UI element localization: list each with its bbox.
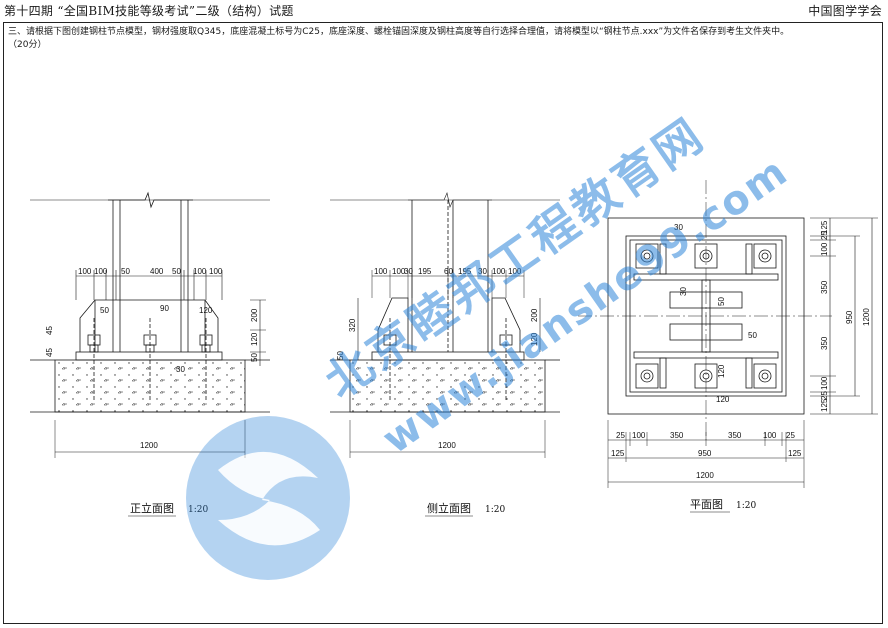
front-anchor-bolts — [87, 318, 213, 400]
side-elevation — [330, 192, 560, 517]
dim-text: 50 — [717, 297, 726, 306]
plan-scale: 1:20 — [736, 501, 756, 511]
dim-text: 1200 — [862, 308, 871, 326]
dim-text: 25 — [616, 431, 625, 440]
dim-text: 50 — [748, 331, 757, 340]
dim-text: 45 — [45, 348, 54, 357]
plan-caption: 平面图 — [690, 498, 723, 511]
exam-header-title: 第十四期 “全国BIM技能等级考试”二级（结构）试题 — [4, 4, 294, 18]
plan-base-plate — [625, 235, 787, 397]
dim-text: 120 — [199, 306, 213, 315]
exam-header-org: 中国图学学会 — [808, 4, 882, 18]
dim-text: 950 — [845, 310, 854, 324]
front-dim-texts: 100 100 50 400 50 100 100 50 90 120 45 4… — [45, 267, 259, 515]
dim-text: 100 — [193, 267, 207, 276]
dim-text: 100 — [94, 267, 108, 276]
side-dim-texts: 100 100 30 195 60 195 30 100 100 320 50 … — [336, 267, 539, 515]
dim-text: 60 — [444, 267, 453, 276]
dim-text: 120 — [250, 332, 259, 346]
dim-text: 100 — [820, 242, 829, 256]
plan-dim-texts: 30 30 50 50 120 120 125 25 100 350 950 3… — [611, 220, 871, 511]
dim-text: 320 — [348, 318, 357, 332]
dim-text: 50 — [250, 353, 259, 362]
dim-text: 400 — [150, 267, 164, 276]
dim-text: 125 — [820, 220, 829, 234]
dim-text: 125 — [820, 398, 829, 412]
dim-text: 25 — [820, 391, 829, 400]
dim-text: 350 — [820, 280, 829, 294]
drawing-frame — [3, 22, 883, 624]
watermark-logo — [186, 416, 350, 580]
dim-text: 100 — [763, 431, 777, 440]
dim-text: 100 — [209, 267, 223, 276]
dim-text: 25 — [786, 431, 795, 440]
side-concrete-base — [349, 359, 546, 413]
dim-text: 100 — [632, 431, 646, 440]
plan-view — [578, 180, 878, 513]
side-stiffener-right — [491, 297, 521, 352]
dim-text: 100 — [508, 267, 522, 276]
dim-text: 30 — [478, 267, 487, 276]
dim-text: 100 — [492, 267, 506, 276]
plan-anchor-bolts — [635, 243, 777, 389]
dim-text: 50 — [172, 267, 181, 276]
dim-text: 100 — [820, 376, 829, 390]
dim-text: 950 — [698, 449, 712, 458]
question-line-2: （20分） — [8, 40, 47, 50]
dim-text: 1200 — [438, 441, 456, 450]
dim-text: 100 — [374, 267, 388, 276]
dim-text: 350 — [820, 336, 829, 350]
front-elevation — [30, 191, 270, 517]
side-caption: 侧立面图 — [427, 501, 471, 515]
dim-text: 100 — [392, 267, 406, 276]
side-anchor-bolts — [383, 318, 513, 400]
dim-text: 120 — [717, 364, 726, 378]
dim-text: 1200 — [140, 441, 158, 450]
dim-text: 200 — [250, 308, 259, 322]
front-base-plate — [75, 351, 223, 361]
plan-concrete-outline — [607, 217, 805, 415]
dim-text: 125 — [611, 449, 625, 458]
dim-text: 100 — [78, 267, 92, 276]
front-scale: 1:20 — [188, 505, 208, 515]
dim-text: 120 — [716, 395, 730, 404]
side-base-plate — [371, 351, 525, 361]
dim-text: 120 — [530, 332, 539, 346]
dim-text: 125 — [788, 449, 802, 458]
dim-text: 195 — [418, 267, 432, 276]
dim-text: 50 — [121, 267, 130, 276]
side-stiffener-left — [377, 297, 409, 352]
dim-text: 30 — [404, 267, 413, 276]
plan-web — [701, 279, 711, 353]
dim-text: 30 — [674, 223, 683, 232]
front-caption: 正立面图 — [130, 501, 174, 515]
question-text: 三、请根据下图创建钢柱节点模型，钢材强度取Q345，底座混凝土标号为C25，底座… — [8, 26, 880, 52]
dim-text: 195 — [458, 267, 472, 276]
dim-text: 350 — [728, 431, 742, 440]
dim-text: 350 — [670, 431, 684, 440]
side-scale: 1:20 — [485, 505, 505, 515]
question-line-1: 三、请根据下图创建钢柱节点模型，钢材强度取Q345，底座混凝土标号为C25，底座… — [8, 27, 790, 37]
front-stiffener — [79, 299, 219, 352]
dim-text: 90 — [160, 304, 169, 313]
dim-text: 25 — [820, 231, 829, 240]
dim-text: 50 — [100, 306, 109, 315]
dim-text: 30 — [679, 287, 688, 296]
dim-text: 200 — [530, 308, 539, 322]
dim-text: 45 — [45, 326, 54, 335]
dim-text: 30 — [176, 365, 185, 374]
dim-text: 1200 — [696, 471, 714, 480]
dim-text: 50 — [336, 351, 345, 360]
